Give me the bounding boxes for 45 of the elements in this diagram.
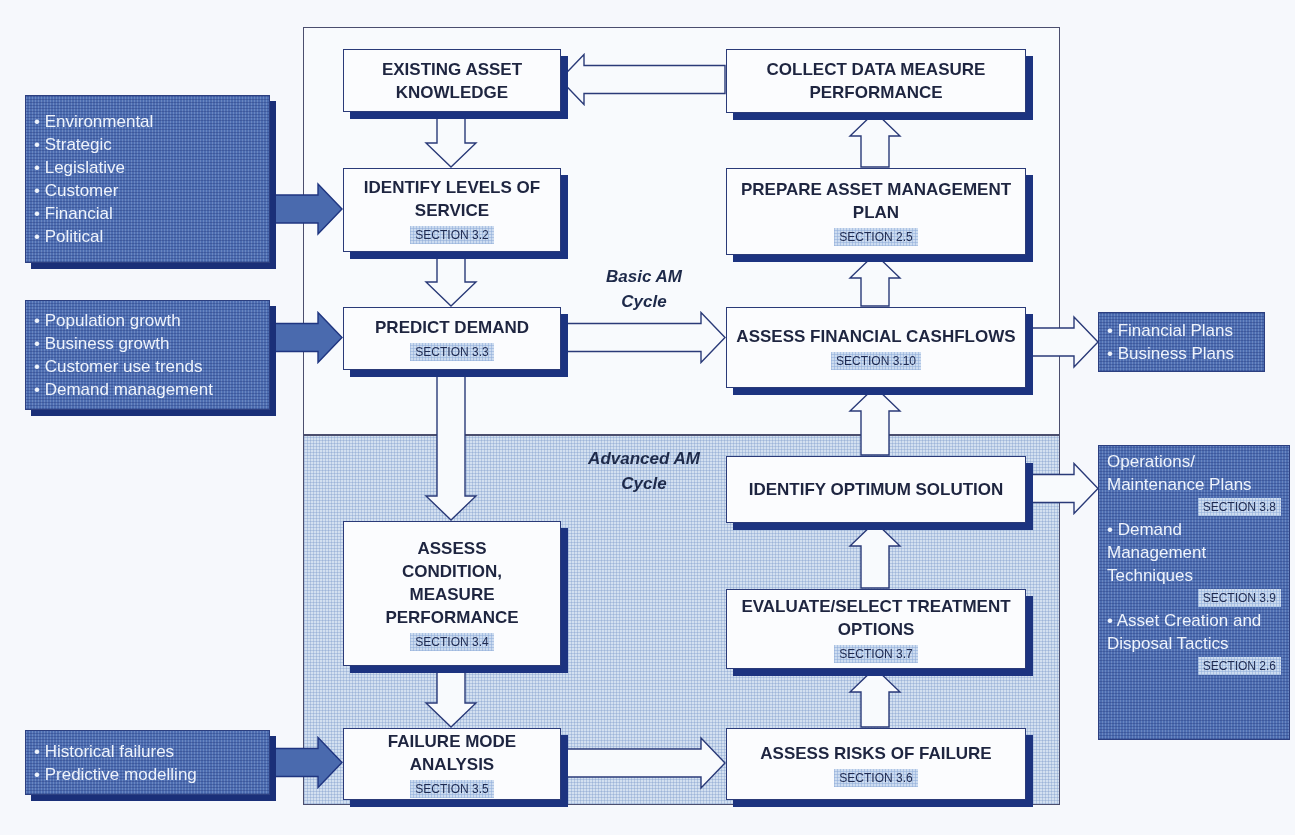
bullet-item: • Strategic: [34, 134, 113, 156]
bullet-item: • Population growth: [34, 310, 182, 332]
section-tag: SECTION 3.10: [831, 352, 921, 370]
bullet-item: • Business Plans: [1107, 343, 1235, 365]
step-title: IDENTIFY OPTIMUM SOLUTION: [748, 479, 1004, 501]
cycle-label: Advanced AM Cycle: [587, 448, 701, 495]
bullet-item: • Business growth: [34, 333, 171, 355]
bullet-item: • Customer: [34, 180, 120, 202]
basic-cycle-region: [303, 27, 1060, 435]
section-tag: SECTION 3.7: [834, 645, 918, 663]
step-title: FAILURE MODE ANALYSIS: [386, 731, 518, 776]
step-title: EVALUATE/SELECT TREATMENT OPTIONS: [740, 596, 1012, 641]
bullet-item: • Financial: [34, 203, 114, 225]
bullet-item: • Predictive modelling: [34, 763, 198, 786]
section-tag: SECTION 2.6: [1197, 657, 1281, 675]
bullet-item: • Legislative: [34, 157, 126, 179]
section-tag: SECTION 3.9: [1197, 589, 1281, 607]
bullet-item: • Demand management: [34, 379, 214, 401]
bullet-item: • Asset Creation and Disposal Tactics: [1107, 610, 1263, 655]
cycle-label: Basic AM Cycle: [605, 266, 683, 313]
bullet-item: • Demand Management Techniques: [1107, 519, 1208, 587]
output-panel: [1098, 312, 1265, 372]
step-title: PREPARE ASSET MANAGEMENT PLAN: [739, 178, 1013, 224]
advanced-cycle-region: [303, 435, 1060, 805]
section-tag: SECTION 3.5: [410, 780, 494, 798]
bullet-item: • Political: [34, 226, 105, 248]
step-title: ASSESS FINANCIAL CASHFLOWS: [736, 326, 1016, 348]
section-tag: SECTION 2.5: [834, 227, 918, 246]
step-title: PREDICT DEMAND: [375, 317, 529, 339]
bullet-item: • Environmental: [34, 111, 155, 133]
bullet-item: • Customer use trends: [34, 356, 204, 378]
section-tag: SECTION 3.4: [410, 632, 494, 651]
section-tag: SECTION 3.2: [410, 226, 494, 244]
section-tag: SECTION 3.3: [410, 343, 494, 361]
step-title: ASSESS RISKS OF FAILURE: [760, 742, 992, 765]
output-panel: [1098, 445, 1290, 740]
bullet-item: • Financial Plans: [1107, 320, 1234, 342]
step-title: COLLECT DATA MEASURE PERFORMANCE: [765, 59, 987, 104]
step-title: ASSESS CONDITION, MEASURE PERFORMANCE: [384, 537, 520, 629]
step-title: EXISTING ASSET KNOWLEDGE: [380, 58, 524, 104]
step-title: IDENTIFY LEVELS OF SERVICE: [362, 177, 542, 222]
section-tag: SECTION 3.8: [1197, 498, 1281, 516]
bullet-item: • Historical failures: [34, 740, 176, 763]
bullet-item: Operations/ Maintenance Plans: [1107, 451, 1253, 496]
section-tag: SECTION 3.6: [834, 768, 918, 787]
